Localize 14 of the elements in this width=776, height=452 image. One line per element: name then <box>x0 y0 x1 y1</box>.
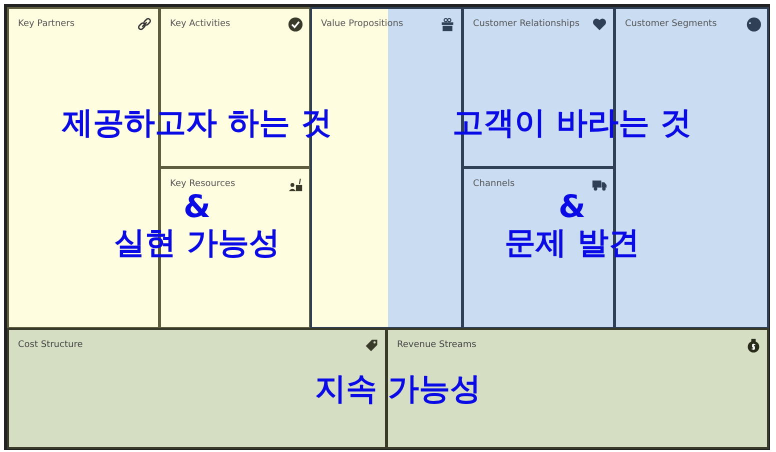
section-title: Key Activities <box>170 19 230 29</box>
section-title: Channels <box>473 179 515 189</box>
section-title: Key Resources <box>170 179 236 189</box>
section-title: Customer Relationships <box>473 19 580 29</box>
section-title: Revenue Streams <box>397 340 476 350</box>
annotation-text: & <box>183 192 211 223</box>
canvas-section <box>7 328 387 449</box>
section-title: Key Partners <box>18 19 75 29</box>
section-title: Customer Segments <box>625 19 717 29</box>
annotation-text: & <box>558 192 586 223</box>
section-title: Value Propositions <box>321 19 404 29</box>
section-title: Cost Structure <box>18 340 83 350</box>
canvas-section <box>386 328 769 449</box>
annotation-text: 지속 가능성 <box>315 374 481 405</box>
